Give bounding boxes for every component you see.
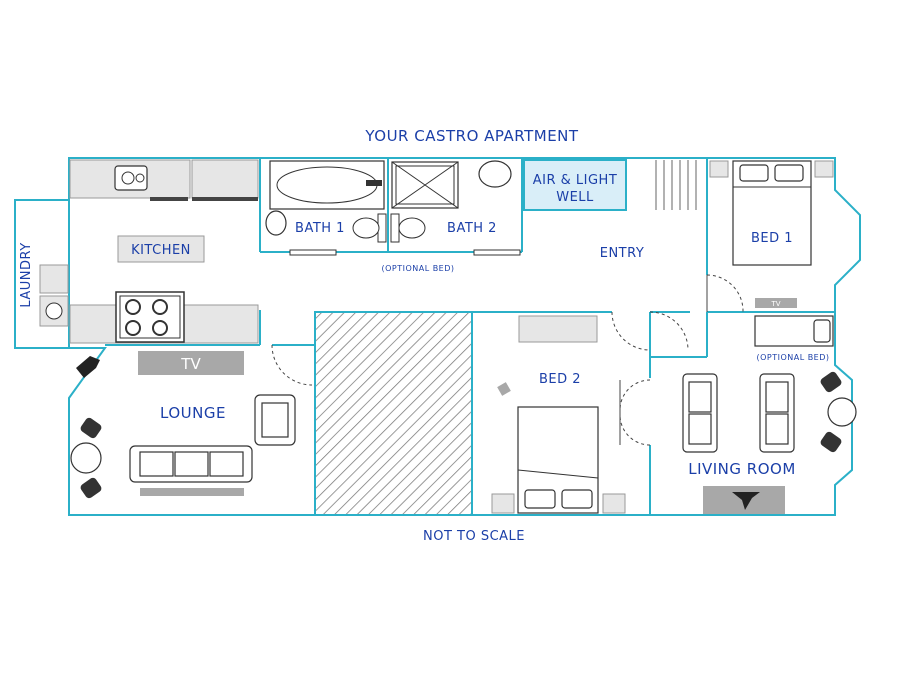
lounge-side-table xyxy=(70,442,102,474)
bath1: BATH 1 xyxy=(265,160,387,243)
living-side-table xyxy=(827,397,857,427)
bed1-tv xyxy=(755,298,797,308)
lounge-tv-label: TV xyxy=(180,355,201,373)
lounge-fireplace-icon xyxy=(76,356,100,378)
armchair-icon xyxy=(254,394,296,446)
lounge-door-swing xyxy=(271,344,313,386)
optional-bed-label-2: (OPTIONAL BED) xyxy=(756,353,829,362)
bath2-toilet-icon xyxy=(390,213,426,243)
fridge xyxy=(191,159,259,199)
bath1-door xyxy=(289,249,337,256)
bath2: BATH 2 xyxy=(390,160,512,243)
bath2-label: BATH 2 xyxy=(447,221,497,236)
bath2-sink-icon xyxy=(478,160,512,188)
bath1-label: BATH 1 xyxy=(295,221,345,236)
air-light-label-2: WELL xyxy=(556,190,594,205)
kitchen-counter-edge xyxy=(150,197,188,201)
lounge-tv xyxy=(138,351,244,375)
laundry: LAUNDRY xyxy=(19,242,69,327)
entry-label: ENTRY xyxy=(600,246,645,261)
living-room-label: LIVING ROOM xyxy=(688,460,796,478)
outer-wall xyxy=(14,157,861,516)
plan-title: YOUR CASTRO APARTMENT xyxy=(364,127,578,145)
bed2: BED 2 xyxy=(491,311,689,514)
bath2-door xyxy=(473,249,521,256)
optional-bed-label-1: (OPTIONAL BED) xyxy=(381,264,454,273)
laundry-label: LAUNDRY xyxy=(19,242,34,307)
sofa-icon xyxy=(129,445,253,483)
fireplace-icon xyxy=(703,486,785,514)
shower-icon xyxy=(391,161,459,209)
bath1-sink-icon xyxy=(265,210,287,236)
air-light-label-1: AIR & LIGHT xyxy=(533,173,618,188)
kitchen: KITCHEN xyxy=(69,159,259,344)
stove-icon xyxy=(115,291,185,343)
lounge-rug xyxy=(140,488,244,496)
bath1-toilet-icon xyxy=(352,213,387,243)
bed1-door-swing xyxy=(706,274,744,313)
bed1: BED 1 TV xyxy=(706,160,834,313)
bed2-closet-door xyxy=(619,379,651,411)
kitchen-label: KITCHEN xyxy=(131,243,191,258)
bed2-lamp xyxy=(497,382,511,396)
entry-door-swing xyxy=(611,311,651,351)
stairs xyxy=(655,160,697,210)
bed1-tv-label: TV xyxy=(770,300,780,308)
living-room: (OPTIONAL BED) LIVING ROOM xyxy=(682,315,857,514)
living-sofa-1-icon xyxy=(682,373,718,453)
bed2-label: BED 2 xyxy=(539,372,581,387)
washer xyxy=(39,264,69,294)
lounge: TV LOUNGE xyxy=(70,344,313,499)
living-sofa-2-icon xyxy=(759,373,795,453)
kitchen-label-box xyxy=(117,235,205,263)
air-light-well xyxy=(523,159,627,211)
hatched-core xyxy=(314,311,473,516)
lounge-label: LOUNGE xyxy=(160,404,226,422)
not-to-scale-note: NOT TO SCALE xyxy=(423,529,525,544)
sink-icon xyxy=(114,165,148,191)
bed1-label: BED 1 xyxy=(751,231,793,246)
bed2-dresser xyxy=(518,315,598,343)
